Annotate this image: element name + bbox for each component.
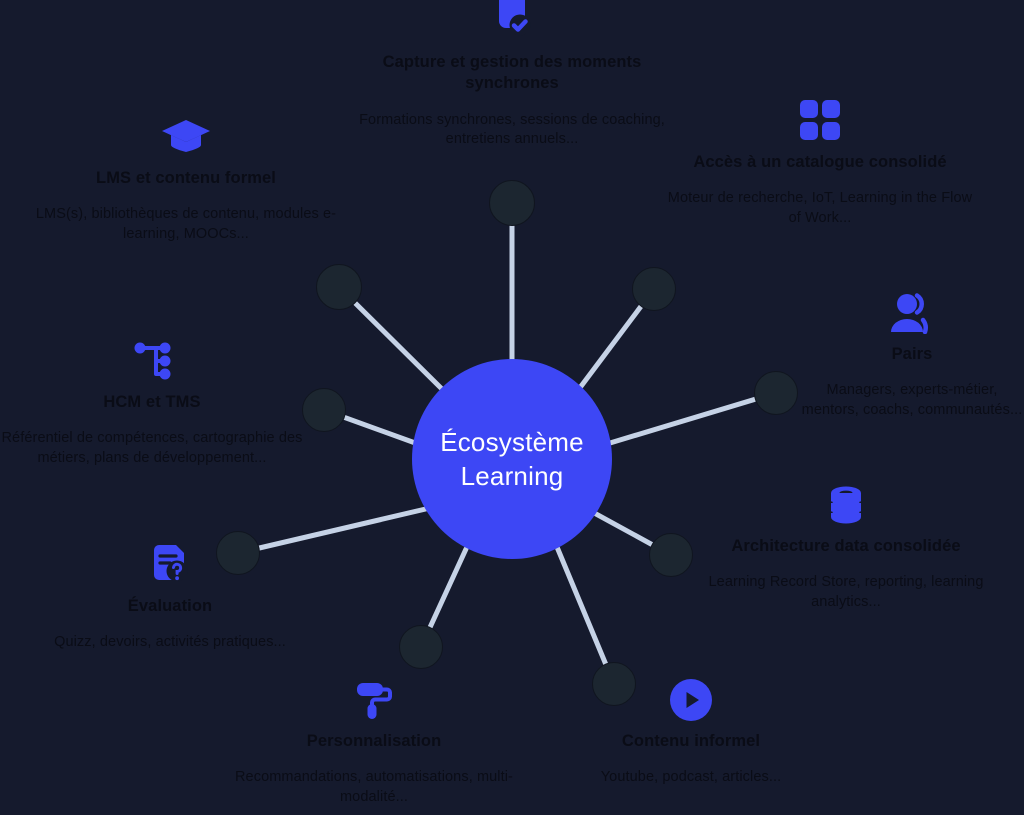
item-title: Évaluation [127,597,213,615]
node-top-left [316,264,362,310]
users-icon [800,288,1024,334]
document-question-icon [46,540,294,586]
item-description: LMS(s), bibliothèques de contenu, module… [35,206,337,242]
item-description: Youtube, podcast, articles... [600,769,782,786]
item-description: Learning Record Store, reporting, learni… [708,574,984,610]
item-evaluation[interactable]: Évaluation Quizz, devoirs, activités pra… [46,540,294,653]
document-check-icon [352,0,672,42]
item-title: Contenu informel [621,732,761,750]
node-top [489,180,535,226]
paint-roller-icon [230,675,518,721]
connector-line-top-left [336,284,452,399]
node-bottom-left [399,625,443,669]
item-lms-contenu-formel[interactable]: LMS et contenu formel LMS(s), bibliothèq… [30,112,342,245]
database-icon [680,480,1012,526]
item-description: Moteur de recherche, IoT, Learning in th… [667,190,973,226]
item-description: Formations synchrones, sessions de coach… [359,111,665,148]
item-contenu-informel[interactable]: Contenu informel Youtube, podcast, artic… [566,675,816,788]
item-architecture-data-consolidee[interactable]: Architecture data consolidée Learning Re… [680,480,1012,613]
item-title: LMS et contenu formel [96,169,276,187]
item-description: Managers, experts-métier, mentors, coach… [801,382,1023,418]
item-description: Quizz, devoirs, activités pratiques... [54,634,286,651]
item-pairs[interactable]: Pairs Managers, experts-métier, mentors,… [800,288,1024,421]
item-capture-moments-synchrones[interactable]: Capture et gestion des moments synchrone… [352,0,672,150]
graduation-cap-icon [30,112,342,158]
grid-squares-icon [660,96,980,142]
item-title: Architecture data consolidée [731,537,961,555]
node-right-middle [754,371,798,415]
item-title: Pairs [891,345,933,363]
item-personnalisation[interactable]: Personnalisation Recommandations, automa… [230,675,518,808]
hub-label: Écosystème Learning [440,426,584,491]
play-circle-icon [566,675,816,721]
item-description: Référentiel de compétences, cartographie… [1,430,303,466]
item-description: Recommandations, automatisations, multi-… [234,769,513,805]
item-title: HCM et TMS [103,393,201,411]
item-title: Capture et gestion des moments synchrone… [382,53,642,93]
item-acces-catalogue-consolide[interactable]: Accès à un catalogue consolidé Moteur de… [660,96,980,229]
item-hcm-tms[interactable]: HCM et TMS Référentiel de compétences, c… [0,336,310,469]
hub-circle: Écosystème Learning [412,359,612,559]
item-title: Personnalisation [306,732,442,750]
node-right-upper [632,267,676,311]
hierarchy-icon [0,336,310,382]
item-title: Accès à un catalogue consolidé [693,153,947,171]
connector-line-right-middle [607,390,779,446]
